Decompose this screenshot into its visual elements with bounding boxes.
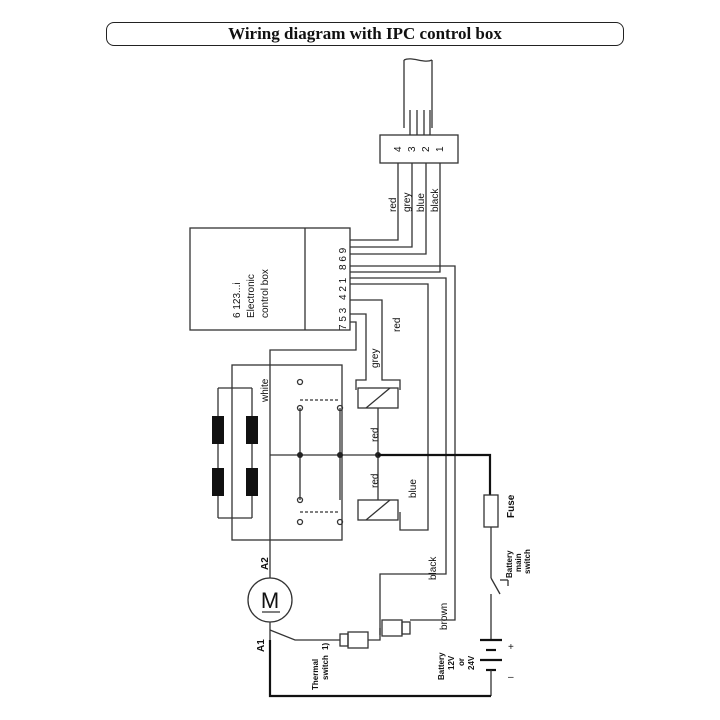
connector-block: 4 3 2 1 — [379, 134, 459, 164]
motor: M A2 A1 — [247, 540, 293, 652]
thermal-switch-label-1: Thermal — [311, 659, 320, 690]
cable-label-blue: blue — [416, 193, 427, 212]
control-box-terminals-mid: 4 2 1 — [338, 277, 349, 300]
wire-label-red-lower: red — [370, 474, 381, 488]
wire-label-red-mid: red — [370, 428, 381, 442]
motor-terminal-a2: A2 — [260, 557, 271, 570]
cable-label-black: black — [430, 188, 441, 212]
battery-label-4: 24V — [467, 655, 476, 670]
fuse: Fuse — [483, 494, 517, 562]
control-wires: red grey white red red blue black brown — [260, 265, 456, 635]
diagram-title: Wiring diagram with IPC control box — [106, 22, 624, 46]
battery-minus: – — [508, 672, 514, 683]
motor-terminal-a1: A1 — [256, 639, 267, 652]
connector-pin-1: 1 — [435, 146, 446, 152]
thermal-switch: Thermal switch 1) — [269, 619, 411, 690]
battery-label-2: 12V — [447, 655, 456, 670]
battery-switch-label-2: main — [514, 553, 523, 572]
thermal-switch-label-2: switch — [321, 655, 330, 680]
battery: + – Battery 12V or 24V — [437, 638, 514, 696]
wire-label-red-upper: red — [392, 318, 403, 332]
control-box-name-2: control box — [260, 269, 271, 318]
connector-pin-4: 4 — [393, 146, 404, 152]
battery-switch-label-1: Battery — [505, 550, 514, 578]
control-box: 6 123...i Electronic control box 8 6 9 4… — [189, 227, 351, 331]
wire-label-grey: grey — [370, 349, 381, 368]
wire-label-blue: blue — [408, 479, 419, 498]
cable-label-red: red — [388, 198, 399, 212]
control-box-terminals-top: 8 6 9 — [338, 247, 349, 270]
ground-return-line — [268, 640, 491, 698]
control-box-terminals-bot: 7 5 3 — [338, 307, 349, 330]
wire-label-brown: brown — [439, 603, 450, 630]
control-box-name-1: Electronic — [246, 274, 257, 318]
battery-plus: + — [508, 642, 514, 653]
battery-label-3: or — [457, 658, 466, 666]
motor-symbol: M — [261, 588, 279, 613]
connector-pin-3: 3 — [407, 146, 418, 152]
main-supply-line — [378, 453, 492, 495]
battery-switch-label-3: switch — [523, 549, 532, 574]
relay-section — [212, 364, 399, 541]
wire-label-white: white — [260, 378, 271, 403]
control-box-model: 6 123...i — [232, 282, 243, 318]
connector-pin-2: 2 — [421, 146, 432, 152]
fuse-label: Fuse — [506, 494, 517, 518]
battery-main-switch: Battery main switch — [490, 549, 532, 640]
wire-label-black: black — [428, 556, 439, 580]
thermal-switch-note: 1) — [321, 643, 330, 650]
cable-label-grey: grey — [402, 193, 413, 212]
cable-wires: red grey blue black — [350, 163, 441, 273]
battery-label-1: Battery — [437, 652, 446, 680]
cable — [403, 58, 433, 135]
